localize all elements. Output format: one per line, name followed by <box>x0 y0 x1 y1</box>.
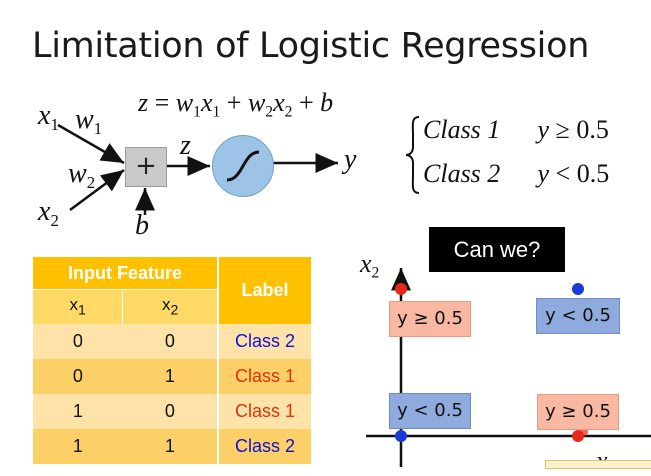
edge-x2-sum <box>69 168 125 212</box>
input-x1: x1 <box>38 100 59 134</box>
table-row: 1 0 Class 1 <box>33 394 311 429</box>
cell-x1: 0 <box>33 324 123 359</box>
input-x2: x2 <box>38 196 59 230</box>
point-0-0-class2 <box>395 430 407 442</box>
sum-node: + <box>125 147 167 187</box>
sigmoid-curve-icon <box>226 150 260 182</box>
point-1-0-class1-halo <box>580 428 588 436</box>
region-label-top-right: y < 0.5 <box>536 298 620 334</box>
output-y: y <box>344 144 357 175</box>
table-row: 1 1 Class 2 <box>33 429 311 464</box>
cell-x2: 0 <box>122 394 218 429</box>
header-x1: x1 <box>33 289 124 324</box>
cell-label: Class 1 <box>217 359 311 394</box>
cell-x2: 1 <box>122 429 218 464</box>
cell-label: Class 2 <box>217 324 311 359</box>
region-label-top-left: y ≥ 0.5 <box>389 301 471 337</box>
page-title: Limitation of Logistic Regression <box>32 26 590 66</box>
logistic-equation: z = w1x1 + w2x2 + b <box>138 88 334 121</box>
weight-w1: w1 <box>75 104 103 138</box>
edge-x1-sum <box>57 123 125 165</box>
cell-x2: 1 <box>122 359 218 394</box>
bias-b: b <box>135 210 149 241</box>
bottom-box-edge <box>545 460 651 469</box>
table-row: 0 0 Class 2 <box>33 324 311 359</box>
z-label: z <box>180 130 191 161</box>
point-1-1-class2 <box>572 283 584 295</box>
sigmoid-node <box>212 135 274 197</box>
axis-label-x2: x2 <box>360 249 380 282</box>
can-we-callout: Can we? <box>429 227 565 272</box>
case-class1: Class 1 y ≥ 0.5 <box>423 115 609 144</box>
case-class2: Class 2 y < 0.5 <box>423 159 610 188</box>
header-input-feature: Input Feature <box>33 257 218 290</box>
cell-label: Class 2 <box>217 429 311 464</box>
region-label-bottom-left: y < 0.5 <box>389 393 471 429</box>
feature-table: Input Feature Label x1 x2 0 0 Class 2 0 … <box>33 257 311 464</box>
point-0-1-class1 <box>395 283 407 295</box>
cell-x2: 0 <box>122 324 218 359</box>
header-label: Label <box>217 257 311 324</box>
weight-w2: w2 <box>68 158 96 192</box>
cell-x1: 0 <box>33 359 123 394</box>
header-x2: x2 <box>122 289 218 324</box>
class-cases: Class 1 y ≥ 0.5 Class 2 y < 0.5 <box>403 113 633 198</box>
cell-label: Class 1 <box>217 394 311 429</box>
cell-x1: 1 <box>33 394 123 429</box>
region-label-bottom-right: y ≥ 0.5 <box>537 394 619 430</box>
cell-x1: 1 <box>33 429 123 464</box>
cases-brace <box>405 116 420 194</box>
table-row: 0 1 Class 1 <box>33 359 311 394</box>
